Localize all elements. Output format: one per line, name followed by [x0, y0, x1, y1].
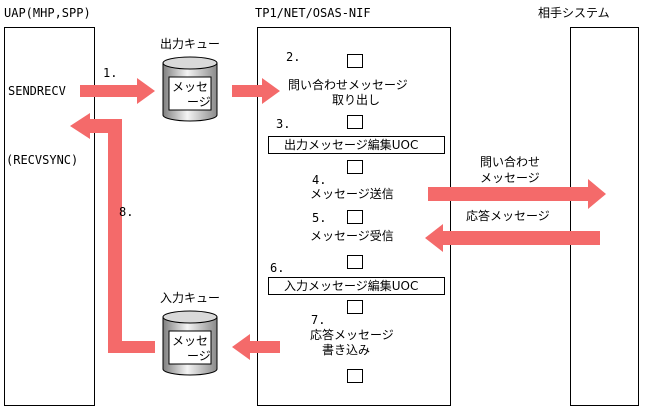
inquiry-label-line2: メッセージ	[480, 171, 540, 185]
response-label: 応答メッセージ	[466, 208, 550, 223]
output-queue-cylinder	[162, 56, 218, 122]
arrow-step-4-send	[428, 179, 606, 209]
step-7-end-marker	[347, 369, 363, 383]
partner-title: 相手システム	[538, 6, 610, 20]
step-2-line1: 問い合わせメッセージ	[288, 77, 408, 92]
step-6-num: 6.	[270, 261, 284, 275]
uap-column	[4, 27, 95, 406]
input-queue-title: 入力キュー	[160, 291, 220, 305]
step-5-line1: メッセージ受信	[310, 229, 394, 243]
nif-title: TP1/NET/OSAS-NIF	[255, 6, 371, 20]
input-queue-msg-line1: メッセ	[172, 334, 208, 348]
step-8-num: 8.	[119, 205, 133, 219]
step-7-marker	[347, 300, 363, 314]
uap-title: UAP(MHP,SPP)	[4, 6, 91, 20]
step-6-marker	[347, 255, 363, 269]
step-4-num: 4.	[312, 173, 326, 187]
arrow-step-1	[80, 78, 155, 104]
step-7-line1: 応答メッセージ	[310, 327, 394, 342]
arrow-step-7	[232, 334, 280, 360]
input-queue-msg-line2: ージ	[187, 349, 211, 363]
output-queue-msg-line2: ージ	[187, 95, 211, 109]
recvsync-label: (RECVSYNC)	[6, 153, 78, 167]
arrow-step-5-receive	[425, 224, 600, 252]
inquiry-label-line1: 問い合わせ	[480, 154, 540, 169]
partner-column	[570, 27, 639, 406]
step-3-uoc-box	[268, 136, 445, 154]
output-queue-title: 出力キュー	[160, 37, 220, 51]
output-queue-msg-line1: メッセ	[172, 80, 208, 94]
step-5-num: 5.	[312, 211, 326, 225]
arrow-step-8	[70, 113, 155, 353]
arrow-step-2	[232, 78, 280, 104]
step-3-marker	[347, 115, 363, 129]
step-7-num: 7.	[311, 313, 325, 327]
step-7-line2: 書き込み	[322, 343, 370, 357]
step-5-marker	[347, 210, 363, 224]
input-queue-cylinder	[162, 310, 218, 376]
sendrecv-label: SENDRECV	[8, 84, 66, 98]
step-2-marker	[347, 54, 363, 68]
step-2-line2: 取り出し	[332, 93, 380, 107]
step-2-num: 2.	[286, 50, 300, 64]
step-3-num: 3.	[276, 117, 290, 131]
step-6-uoc-box	[268, 277, 445, 295]
step-4-line1: メッセージ送信	[310, 186, 394, 201]
flow-arrows	[70, 78, 606, 360]
step-3-uoc-label: 出力メッセージ編集UOC	[284, 137, 418, 152]
step-1-num: 1.	[103, 66, 117, 80]
step-4-marker	[347, 160, 363, 174]
step-6-uoc-label: 入力メッセージ編集UOC	[284, 278, 418, 293]
